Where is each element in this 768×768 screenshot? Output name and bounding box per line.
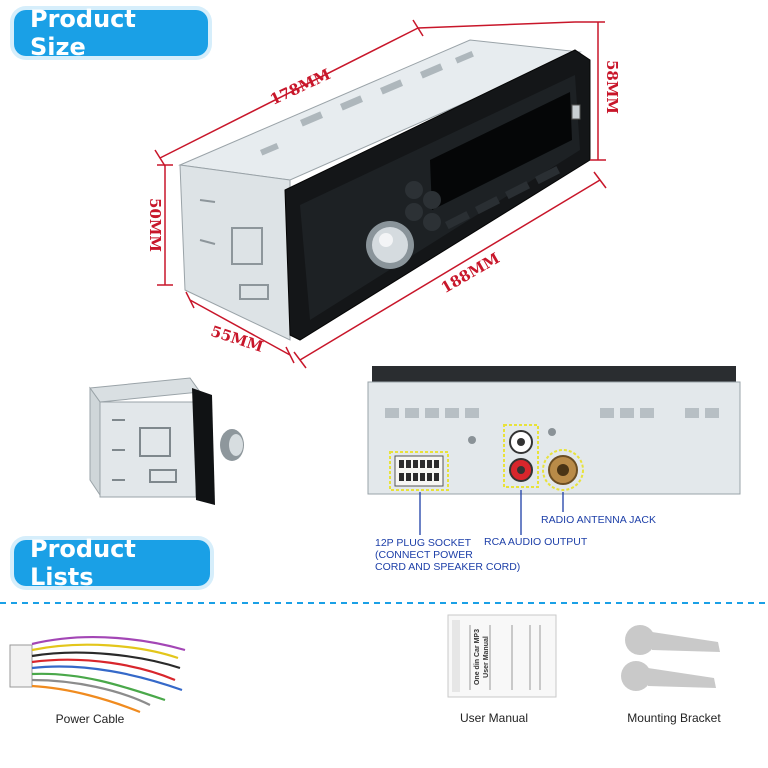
car-stereo-main-image (178, 39, 591, 341)
product-lists-title: Product Lists (14, 535, 210, 591)
callout-plug-socket-line2: (CONNECT POWER (375, 549, 473, 561)
callout-antenna-jack: RADIO ANTENNA JACK (541, 514, 656, 526)
product-list-item-mounting-bracket: Mounting Bracket (627, 711, 721, 725)
power-cable-image (9, 636, 186, 714)
car-stereo-side-image (89, 377, 244, 505)
manual-title-line2: User Manual (483, 636, 490, 678)
product-size-title-text: Product Size (30, 5, 136, 61)
callout-plug-socket-line3: CORD AND SPEAKER CORD) (375, 561, 521, 573)
dimension-height-front: 58MM (603, 59, 622, 115)
manual-cover-text: One din Car MP3 User Manual (473, 627, 491, 687)
callout-plug-socket: 12P PLUG SOCKET (CONNECT POWER CORD AND … (375, 537, 520, 573)
dimension-height-side: 50MM (146, 197, 165, 253)
dimension-lines (154, 19, 607, 369)
callout-rca-output: RCA AUDIO OUTPUT (484, 536, 588, 548)
mounting-bracket-image (621, 625, 720, 691)
callout-lines (419, 490, 564, 535)
user-manual-image (447, 614, 557, 698)
manual-title-line1: One din Car MP3 (474, 629, 481, 686)
product-list-item-user-manual: User Manual (459, 711, 529, 725)
product-lists-title-text: Product Lists (30, 535, 136, 591)
product-list-item-power-cable: Power Cable (55, 712, 125, 726)
callout-plug-socket-line1: 12P PLUG SOCKET (375, 537, 472, 549)
car-stereo-back-image (367, 366, 741, 495)
product-size-title: Product Size (14, 5, 208, 61)
